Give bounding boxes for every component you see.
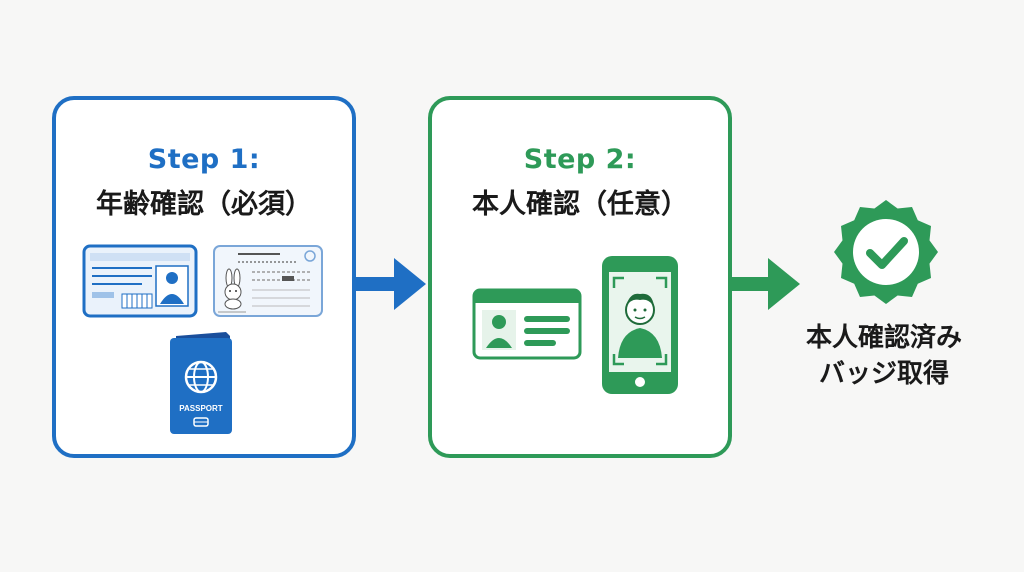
arrow-right-icon [354, 258, 426, 310]
step2-card: Step 2: 本人確認（任意） [428, 96, 732, 458]
id-card-icon [472, 288, 582, 360]
step2-heading: Step 2: [523, 144, 637, 175]
passport-icon: PASSPORT [170, 332, 232, 434]
step2-title: 本人確認（任意） [472, 189, 688, 220]
smartphone-face-icon [602, 256, 678, 394]
step1-title: 年齢確認（必須） [96, 189, 312, 220]
step1-heading: Step 1: [147, 144, 261, 175]
check-badge-icon [834, 200, 938, 304]
passport-label: PASSPORT [179, 404, 223, 413]
my-number-card-icon [213, 245, 323, 317]
arrow-right-icon [728, 258, 800, 310]
drivers-license-icon [82, 244, 198, 318]
result-label-line1: 本人確認済み [805, 323, 962, 353]
result-label-line2: バッジ取得 [818, 359, 949, 389]
